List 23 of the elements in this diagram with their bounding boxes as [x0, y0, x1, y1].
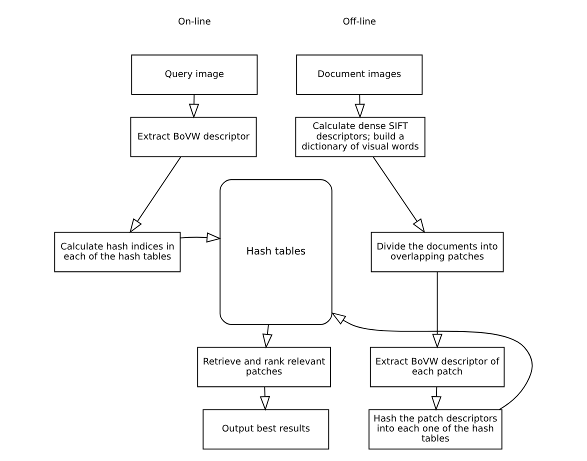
node-box: Calculate hash indices in each of the hash tables [54, 232, 181, 272]
node-box: Hash tables [220, 179, 332, 325]
arrow [372, 156, 426, 234]
arrow [260, 386, 270, 411]
label: Off-line [342, 16, 376, 28]
node-box: Retrieve and rank relevant patches [197, 346, 331, 388]
node-box: Extract BoVW descriptor [130, 116, 257, 158]
node-box: Hash the patch descriptors into each one of the hash tables [368, 409, 502, 450]
node-box: Divide the documents into overlapping patches [370, 232, 504, 272]
node-box: Document images [296, 54, 423, 95]
arrow [262, 324, 273, 349]
node-box: Output best results [202, 409, 330, 450]
arrow [432, 271, 442, 349]
arrow [431, 386, 442, 411]
node-box: Extract BoVW descriptor of each patch [370, 346, 505, 388]
arrow [331, 312, 533, 410]
node-box: Calculate dense SIFT descriptors; build a dictionary of visual words [295, 116, 426, 158]
arrow [180, 232, 222, 243]
label: On-line [178, 16, 211, 28]
arrow [354, 94, 365, 118]
node-box: Query image [131, 54, 258, 95]
arrow [129, 156, 182, 234]
arrow [188, 94, 200, 118]
